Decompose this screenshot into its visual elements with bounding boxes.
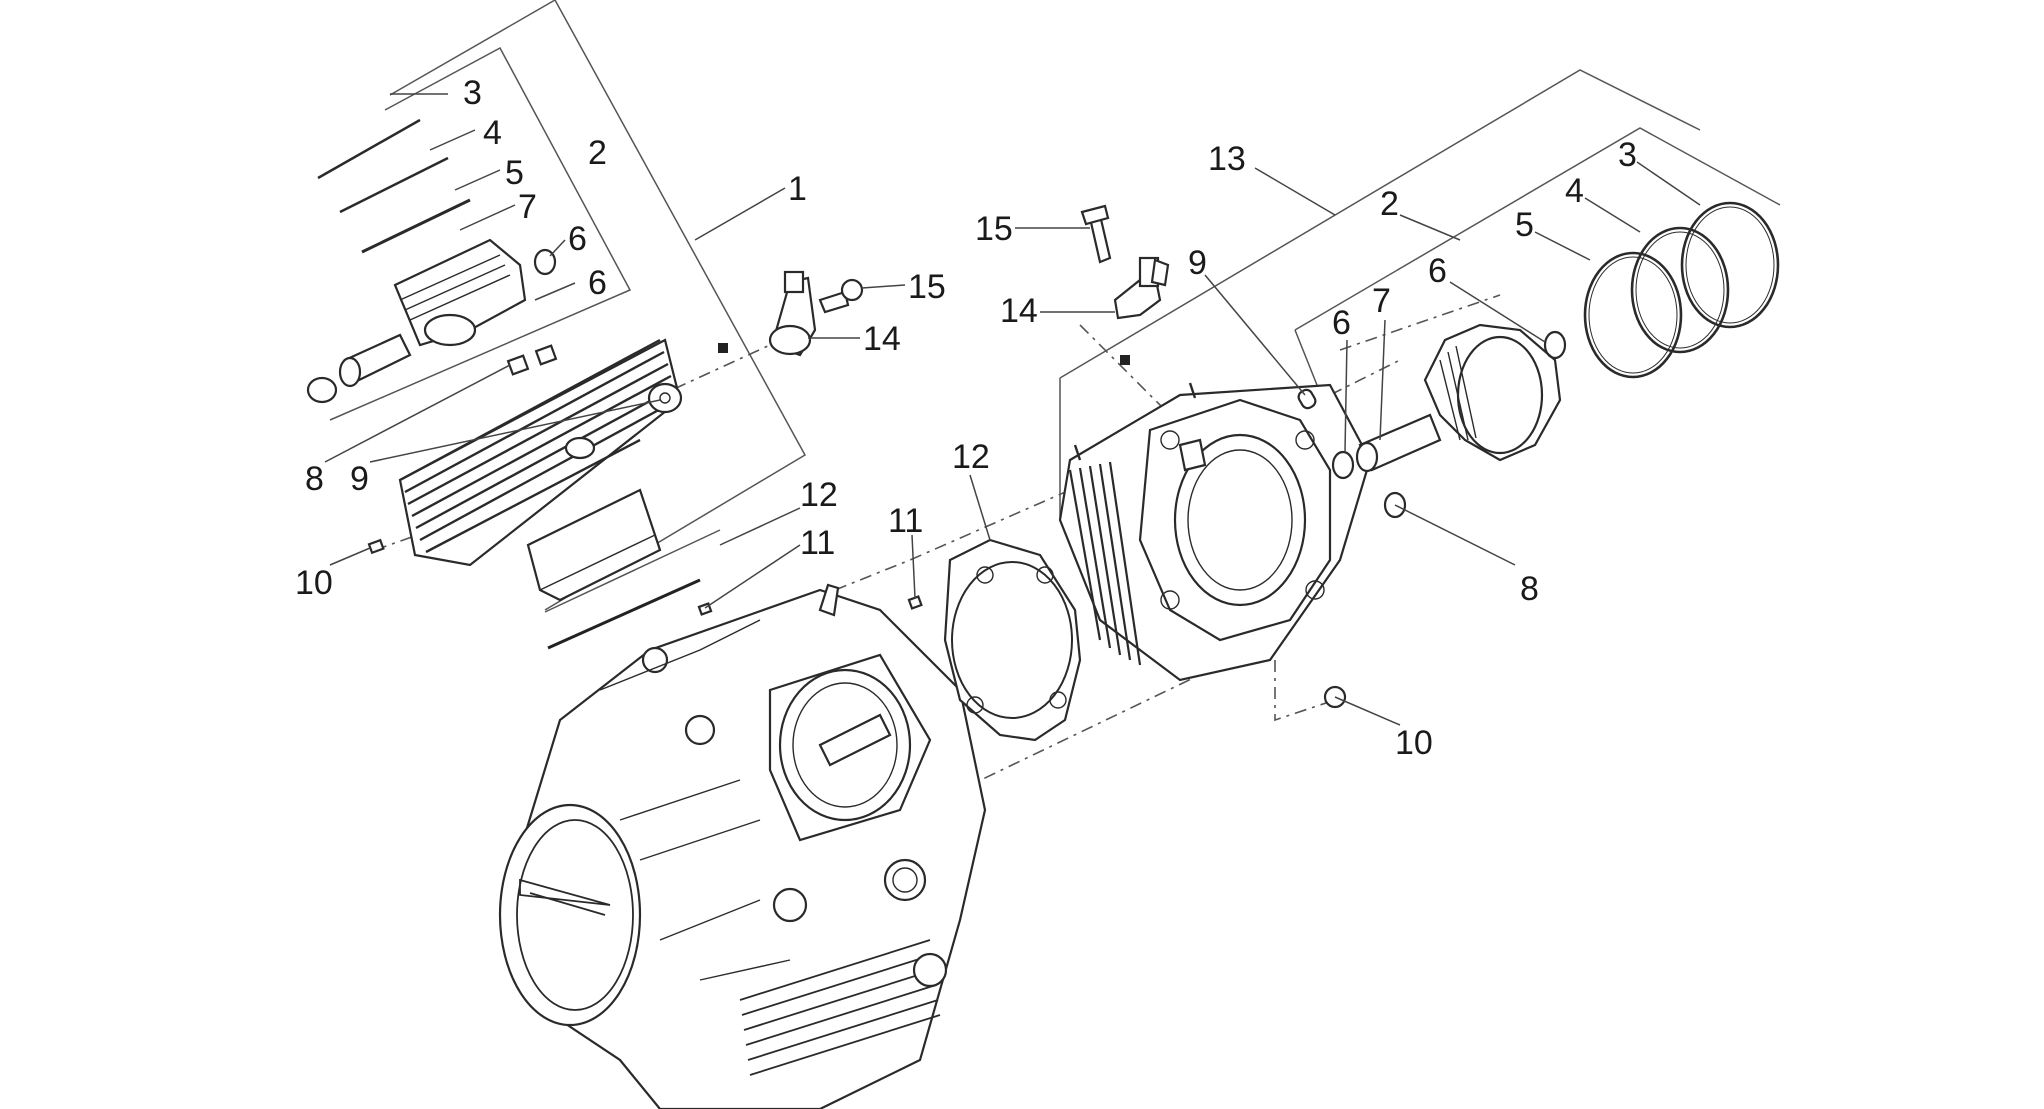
callout-13: 13 <box>1208 140 1246 178</box>
callout-7: 7 <box>1372 282 1391 320</box>
left-dowel-10 <box>367 538 385 555</box>
callout-6: 6 <box>568 220 587 258</box>
left-dowels <box>506 344 558 376</box>
callout-11: 11 <box>888 502 923 540</box>
left-marker-square <box>718 343 728 353</box>
right-piston <box>1331 323 1567 480</box>
leader-lines <box>324 93 1701 726</box>
callout-2: 2 <box>1380 185 1399 223</box>
left-cylinder <box>398 338 683 602</box>
right-marker-square <box>1120 355 1130 365</box>
left-piston-rings <box>317 118 471 254</box>
group-brackets <box>329 0 1781 613</box>
right-piston-rings <box>1583 201 1780 379</box>
callout-7: 7 <box>518 188 537 226</box>
callout-9: 9 <box>350 460 369 498</box>
right-head-gasket <box>943 538 1082 742</box>
callout-15: 15 <box>908 268 946 306</box>
callout-2: 2 <box>588 134 607 172</box>
right-sensor <box>1080 204 1170 320</box>
callout-5: 5 <box>505 154 524 192</box>
callout-6: 6 <box>1332 304 1351 342</box>
callout-8: 8 <box>1520 570 1539 608</box>
callout-6: 6 <box>588 264 607 302</box>
callout-10: 10 <box>1395 724 1433 762</box>
callout-4: 4 <box>1565 172 1584 210</box>
callout-14: 14 <box>1000 292 1038 330</box>
left-sensor <box>768 270 864 357</box>
callout-5: 5 <box>1515 206 1534 244</box>
callout-11: 11 <box>800 524 835 562</box>
callout-10: 10 <box>295 564 333 602</box>
callout-6: 6 <box>1428 252 1447 290</box>
engine-crankcase <box>498 583 987 1109</box>
callout-9: 9 <box>1188 244 1207 282</box>
callout-labels: 3 4 5 7 2 6 6 1 8 9 10 12 11 15 14 13 15… <box>295 74 1637 762</box>
callout-3: 3 <box>463 74 482 112</box>
callout-4: 4 <box>483 114 502 152</box>
right-cylinder <box>1058 382 1372 682</box>
callout-15: 15 <box>975 210 1013 248</box>
callout-12: 12 <box>952 438 990 476</box>
left-piston <box>306 238 557 404</box>
right-dowel-11 <box>907 595 923 610</box>
callout-3: 3 <box>1618 136 1637 174</box>
callout-1: 1 <box>788 170 807 208</box>
callout-8: 8 <box>305 460 324 498</box>
callout-12: 12 <box>800 476 838 514</box>
callout-14: 14 <box>863 320 901 358</box>
left-gasket-edge <box>547 578 701 650</box>
